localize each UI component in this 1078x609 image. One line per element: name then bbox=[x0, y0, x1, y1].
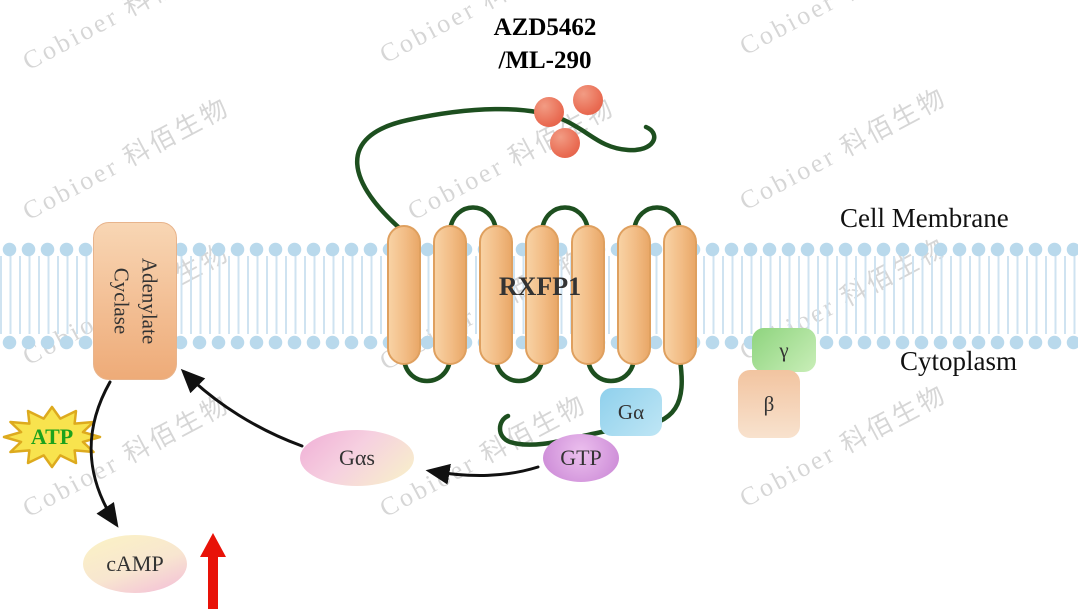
atp-label: ATP bbox=[30, 424, 74, 449]
adenylate-cyclase-label: Adenylate Cyclase bbox=[107, 258, 164, 344]
watermark: Cobioer 科佰生物 bbox=[732, 0, 953, 63]
g-alpha-s-label: Gαs bbox=[339, 445, 375, 470]
drug-title-line1: AZD5462 bbox=[493, 14, 597, 41]
g-alpha-s-protein: Gαs bbox=[300, 430, 414, 486]
adenylate-cyclase-label-line2: Cyclase bbox=[109, 267, 133, 335]
ligand-molecule-3 bbox=[550, 128, 580, 158]
tm-helix-5 bbox=[571, 225, 605, 365]
camp-increase-arrow bbox=[200, 533, 226, 609]
adenylate-cyclase: Adenylate Cyclase bbox=[93, 222, 177, 380]
watermark: Cobioer 科佰生物 bbox=[734, 82, 952, 216]
gtp-label: GTP bbox=[560, 445, 602, 470]
watermark: Cobioer 科佰生物 bbox=[17, 92, 235, 226]
tm-helix-1 bbox=[387, 225, 421, 365]
drug-title-line2: /ML-290 bbox=[498, 46, 592, 74]
tm-helix-6 bbox=[617, 225, 651, 365]
tm-helix-7 bbox=[663, 225, 697, 365]
gamma-label: γ bbox=[779, 337, 789, 362]
drug-title: AZD5462 /ML-290 bbox=[445, 12, 645, 77]
gtp-molecule: GTP bbox=[543, 434, 619, 482]
gamma-subunit: γ bbox=[752, 328, 816, 372]
cytoplasm-label: Cytoplasm bbox=[900, 346, 1018, 376]
tm-helix-4 bbox=[525, 225, 559, 365]
receptor-name-label: RXFP1 bbox=[498, 272, 582, 301]
beta-label: β bbox=[763, 391, 775, 416]
tm-helix-3 bbox=[479, 225, 513, 365]
g-alpha-subunit: Gα bbox=[600, 388, 662, 436]
camp-label: cAMP bbox=[106, 551, 164, 576]
tm-helix-2 bbox=[433, 225, 467, 365]
ligand-molecule-2 bbox=[573, 85, 603, 115]
beta-subunit: β bbox=[738, 370, 800, 438]
g-alpha-label: Gα bbox=[617, 399, 645, 424]
cell-membrane-label: Cell Membrane bbox=[840, 203, 1009, 233]
watermark: Cobioer 科佰生物 bbox=[17, 389, 235, 523]
ligand-molecule-1 bbox=[534, 97, 564, 127]
camp-molecule: cAMP bbox=[83, 535, 187, 593]
adenylate-cyclase-label-line1: Adenylate bbox=[137, 257, 162, 345]
watermark: Cobioer 科佰生物 bbox=[17, 0, 235, 76]
